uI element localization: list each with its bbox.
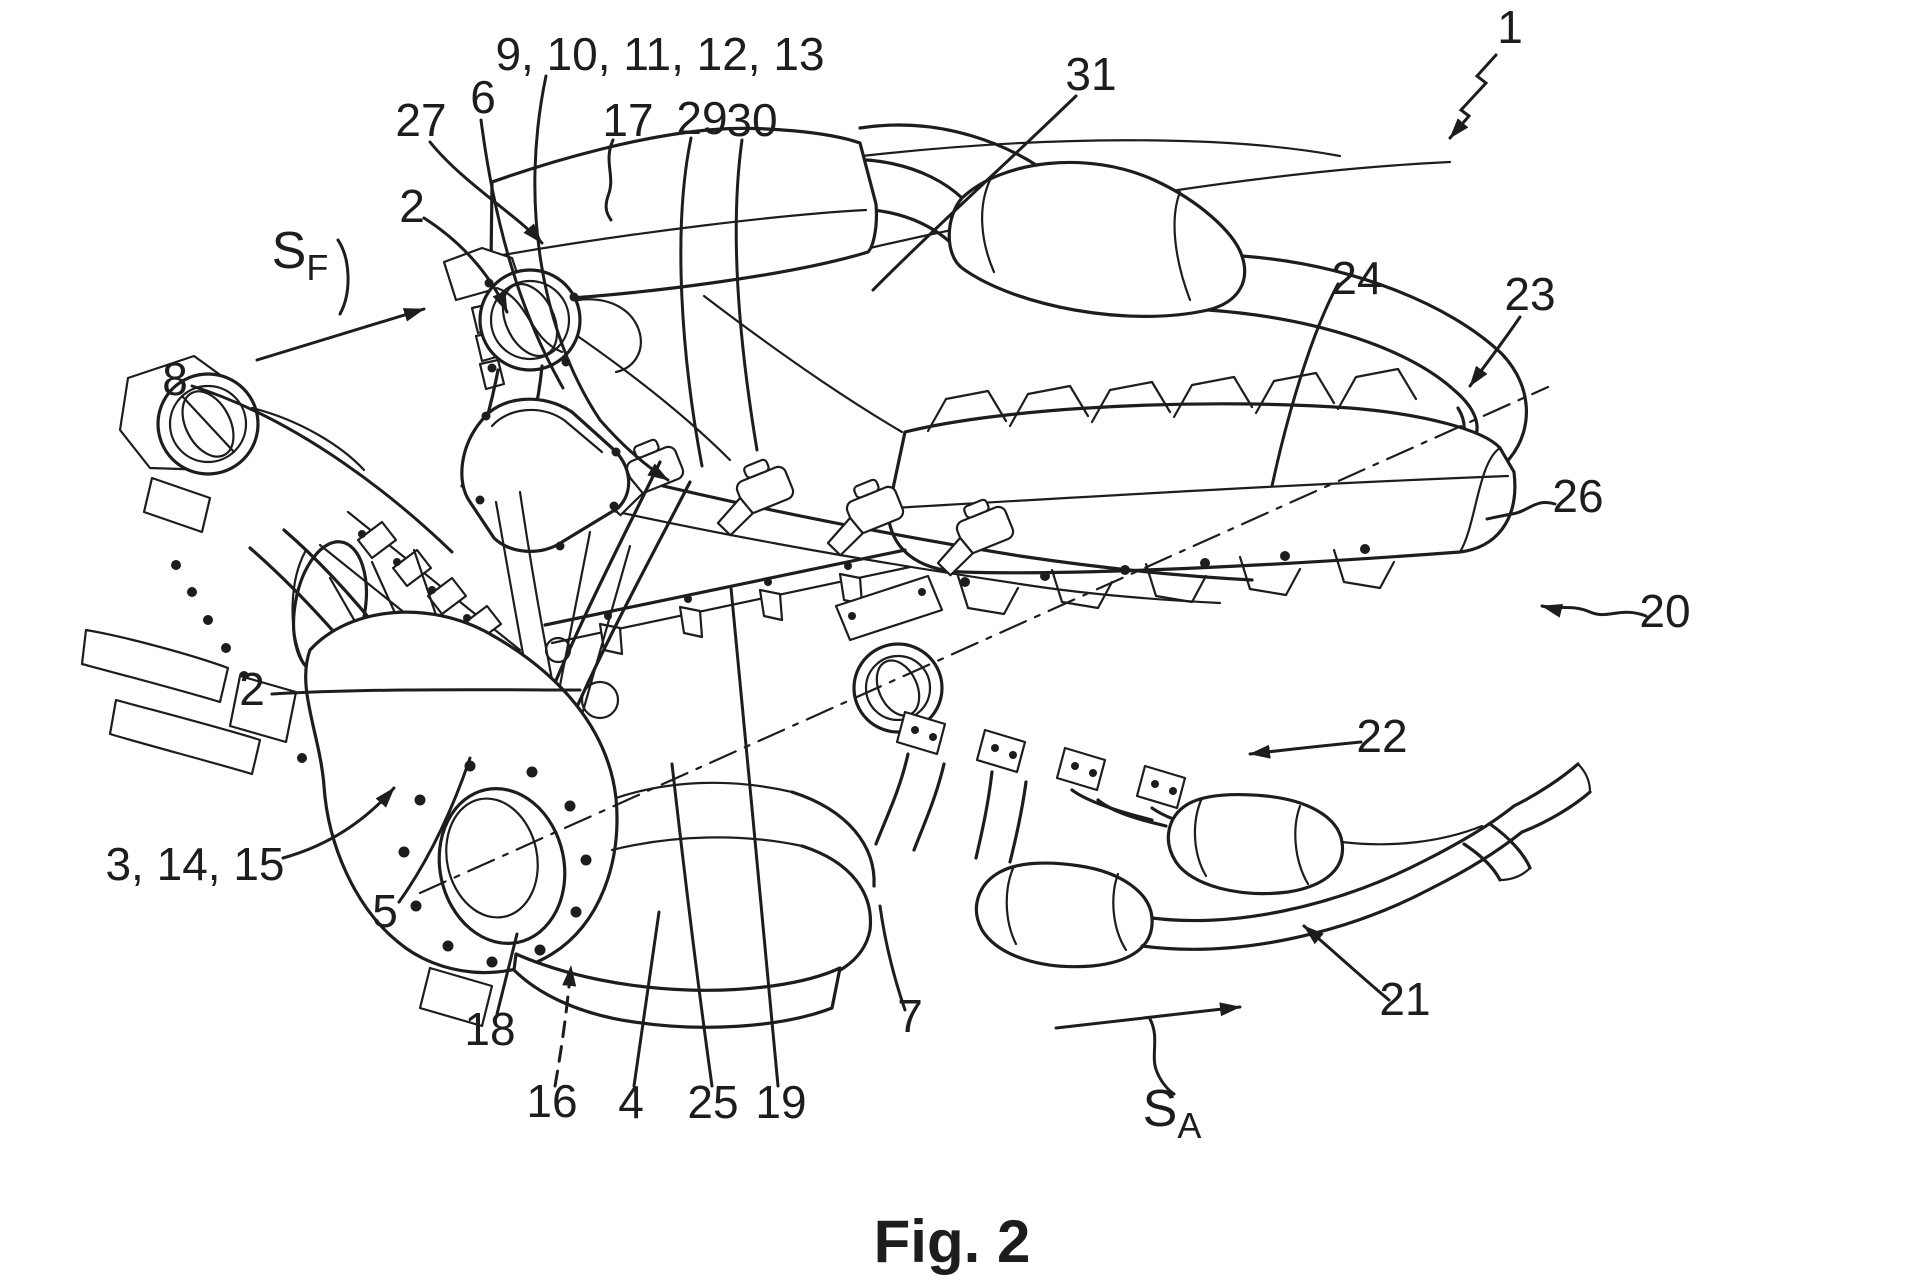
ref-18: 18 xyxy=(464,1003,515,1055)
ref-24: 24 xyxy=(1331,252,1382,304)
ref-25: 25 xyxy=(687,1076,738,1128)
ref-9-13: 9, 10, 11, 12, 13 xyxy=(495,28,824,80)
ref-21: 21 xyxy=(1379,973,1430,1025)
leader-ref-25 xyxy=(670,762,714,1088)
leader-ref-22 xyxy=(1248,740,1363,759)
throttle-port-boss xyxy=(834,574,944,734)
catalytic-converter xyxy=(1166,792,1345,896)
leader-marker-sf xyxy=(336,238,350,316)
leader-ref-31 xyxy=(871,94,1078,292)
leader-ref-18 xyxy=(495,932,519,1016)
body-line xyxy=(860,139,1342,158)
leader-ref-21 xyxy=(1302,924,1391,1002)
engine-mount xyxy=(80,628,298,776)
leader-ref-26 xyxy=(1485,501,1557,521)
leader-ref-8 xyxy=(190,384,454,554)
front-cover xyxy=(304,610,620,975)
ref-4: 4 xyxy=(618,1076,644,1128)
ref-7: 7 xyxy=(897,990,923,1042)
leader-ref-1 xyxy=(1448,53,1498,140)
leader-ref-2-top xyxy=(422,216,509,314)
leader-ref-6 xyxy=(479,118,565,390)
ref-19: 19 xyxy=(755,1076,806,1128)
lower-exhaust-system xyxy=(874,710,1592,969)
ref-1: 1 xyxy=(1497,1,1523,53)
leader-ref-27 xyxy=(428,140,544,245)
leader-ref-4 xyxy=(632,910,661,1088)
marker-sf: SF xyxy=(272,222,329,288)
ref-27: 27 xyxy=(395,94,446,146)
leader-ref-30 xyxy=(734,138,759,452)
upper-catalytic-converter xyxy=(947,160,1247,318)
ref-8: 8 xyxy=(162,353,188,405)
marker-sa: SA xyxy=(1143,1080,1202,1146)
leader-ref-7 xyxy=(878,904,907,1012)
crankcase-lower xyxy=(418,781,876,1029)
ref-26: 26 xyxy=(1552,470,1603,522)
leader-ref-5 xyxy=(397,756,472,904)
leader-ref-20 xyxy=(1540,604,1648,618)
crank-pulley xyxy=(437,787,567,945)
ref-3-14-15: 3, 14, 15 xyxy=(105,838,284,890)
leader-ref-3-14-15 xyxy=(281,786,396,860)
leader-ref-9-13 xyxy=(533,74,670,482)
leader-ref-24 xyxy=(1270,282,1340,488)
throttle-body-lower xyxy=(118,354,366,534)
intake-plenum xyxy=(489,126,904,462)
ref-22: 22 xyxy=(1356,710,1407,762)
head-edge xyxy=(526,490,1222,605)
leader-ref-2-mid xyxy=(270,688,582,696)
figure-caption: Fig. 2 xyxy=(874,1208,1031,1275)
ref-2-mid: 2 xyxy=(239,663,265,715)
leader-ref-29 xyxy=(679,136,704,468)
ref-23: 23 xyxy=(1504,268,1555,320)
flow-arrow-sf xyxy=(255,307,426,362)
ref-31: 31 xyxy=(1065,48,1116,100)
leader-marker-sa xyxy=(1148,1017,1176,1096)
leader-ref-17 xyxy=(604,138,615,222)
ref-20: 20 xyxy=(1639,585,1690,637)
ref-5: 5 xyxy=(372,885,398,937)
oil-pan xyxy=(512,952,842,1029)
engine-line-art xyxy=(80,123,1592,1029)
leader-ref-23 xyxy=(1468,315,1522,388)
leader-ref-19 xyxy=(729,586,780,1088)
ref-17: 17 xyxy=(602,94,653,146)
crankshaft-axis-line xyxy=(418,385,1550,895)
catalytic-converter xyxy=(974,861,1154,969)
flow-arrow-sa xyxy=(1054,1002,1242,1030)
valve-cover xyxy=(460,397,631,553)
ref-2-top: 2 xyxy=(399,180,425,232)
ref-16: 16 xyxy=(526,1075,577,1127)
leader-lines xyxy=(190,53,1648,1096)
ref-30: 30 xyxy=(726,94,777,146)
ref-6: 6 xyxy=(470,71,496,123)
leader-ref-16 xyxy=(553,964,577,1088)
ref-29: 29 xyxy=(676,92,727,144)
intake-manifold xyxy=(886,367,1517,616)
